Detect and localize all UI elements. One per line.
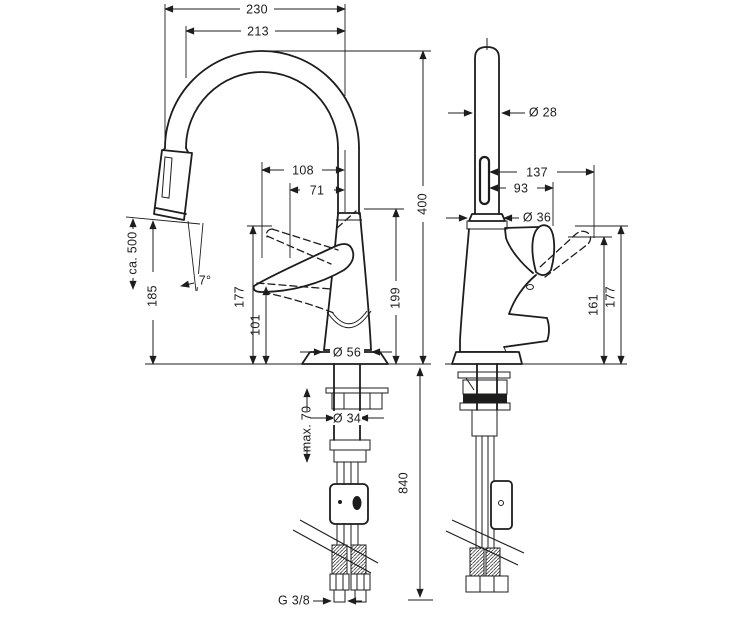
spout-column-side [474, 46, 500, 215]
spout-chin-inner [331, 310, 368, 325]
hose-ends-side [465, 547, 509, 593]
dim-arc-width-outer-label: 230 [246, 2, 268, 16]
dim-base-diameter-group: Ø 56 [300, 345, 392, 359]
dim-thread-label: G 3/8 [278, 593, 310, 607]
hose-weight-front [329, 483, 369, 525]
dim-handle-up-height-side-group: 177 [575, 225, 628, 365]
dim-handle-reach-down-group: 93 [489, 181, 554, 226]
dim-neck-diameter-group: Ø 36 [446, 210, 551, 224]
dim-handle-up-height-side-label: 177 [603, 286, 617, 308]
dim-outlet-offset-inner-label: 71 [310, 183, 325, 197]
spray-head-aerator-line [155, 207, 187, 215]
dim-handle-reach-down-label: 93 [514, 181, 529, 195]
dim-outlet-offset-outer-label: 108 [292, 163, 314, 177]
dim-spray-angle-group: 7° [180, 220, 214, 292]
dim-spray-height-label: 185 [145, 285, 159, 307]
dim-total-height-label: 400 [415, 193, 429, 215]
dim-base-diameter-label: Ø 56 [333, 345, 361, 359]
lever-down-dashed-1 [256, 282, 332, 290]
dim-spout-diameter-label: Ø 28 [529, 105, 557, 119]
lever-handle-front [252, 243, 355, 293]
lever-dashed-side [539, 230, 592, 278]
dim-spout-diameter-group: Ø 28 [448, 105, 557, 119]
body-left-edge [323, 213, 339, 351]
spray-head-button [161, 156, 173, 199]
dim-hose-pullout-label: ca. 500 [125, 231, 139, 274]
lever-raised-dashed-3 [336, 210, 357, 229]
spout-arc-inner [185, 71, 339, 149]
adapter-upper-front [329, 439, 371, 451]
dim-arc-width-outer-group: 230 [164, 2, 346, 146]
lever-down-dashed-2 [262, 291, 335, 314]
dim-handle-up-height-front-group: 177 [232, 225, 272, 365]
dim-handle-reach-up-label: 137 [526, 165, 548, 179]
lever-raised-dashed-2 [266, 235, 332, 265]
dim-spout-height-label: 199 [388, 287, 402, 309]
dim-hose-pullout-group: ca. 500 [125, 218, 139, 290]
spray-head-seam-side [478, 155, 491, 206]
dim-outlet-offset-inner-group: 71 [289, 183, 345, 258]
dim-arc-width-inner-label: 213 [247, 24, 269, 38]
neck-flare-side [468, 213, 506, 222]
dim-arc-width-inner-group: 213 [185, 24, 346, 78]
dim-outlet-offset-outer-group: 108 [261, 150, 346, 258]
dim-spray-angle-label: 7° [199, 273, 212, 287]
break-line-side-1 [451, 519, 525, 554]
dim-total-height-group: 400 [268, 50, 431, 365]
handle-pivot-screw [526, 284, 534, 290]
lever-handle-side [531, 224, 556, 276]
spout-chin-outer [326, 310, 372, 329]
dim-thread-group: G 3/8 [278, 593, 362, 607]
base-plate-side [451, 351, 523, 365]
dim-shank-diameter-label: Ø 34 [333, 411, 361, 425]
arc-left-inner-end [185, 147, 189, 153]
weight-clip-side [498, 500, 504, 506]
weight-slot [352, 496, 362, 510]
dim-handle-down-height-front-label: 101 [248, 314, 262, 336]
body-side-chin-and-lip [503, 274, 550, 348]
spout-arc-outer [164, 50, 360, 149]
spray-head [153, 149, 193, 221]
dim-spout-height-group: 199 [364, 208, 404, 365]
lever-raised-dashed-tip [265, 228, 273, 238]
dim-handle-down-height-side-group: 161 [568, 236, 612, 365]
weight-pin [338, 500, 342, 504]
dim-spray-height-group: 185 [125, 216, 201, 365]
dim-max-counter-thickness-label: max. 70 [299, 406, 313, 453]
clamp-block-side [462, 379, 508, 395]
mount-nut-front [331, 392, 383, 410]
dim-handle-down-height-front-group: 101 [248, 286, 270, 365]
mount-washer-side [457, 371, 511, 379]
adapter-lower-front [333, 449, 367, 463]
hose-ends-front [329, 544, 371, 603]
dim-hose-length-group: 840 [396, 367, 433, 601]
shank-tube-side [471, 409, 498, 437]
dim-handle-up-height-front-label: 177 [232, 286, 246, 308]
dim-hose-length-label: 840 [396, 472, 410, 494]
body-side-top-edge [504, 226, 539, 229]
lever-raised-dashed-1 [271, 228, 339, 251]
dim-handle-down-height-side-label: 161 [586, 294, 600, 316]
neck-ring-side [466, 220, 508, 230]
front-view [145, 50, 431, 603]
body-side-right-edge [504, 228, 534, 274]
side-view [445, 38, 627, 593]
clamp-bracket-side [459, 402, 511, 411]
clamp-band-side [463, 394, 507, 403]
dim-max-counter-thickness-group: max. 70 [299, 388, 313, 463]
mount-washer-front [325, 387, 389, 394]
dim-shank-diameter-group: Ø 34 [310, 411, 384, 425]
body-side-left-edge [459, 228, 470, 353]
dim-neck-diameter-label: Ø 36 [523, 210, 551, 224]
body-right-edge [359, 213, 372, 351]
